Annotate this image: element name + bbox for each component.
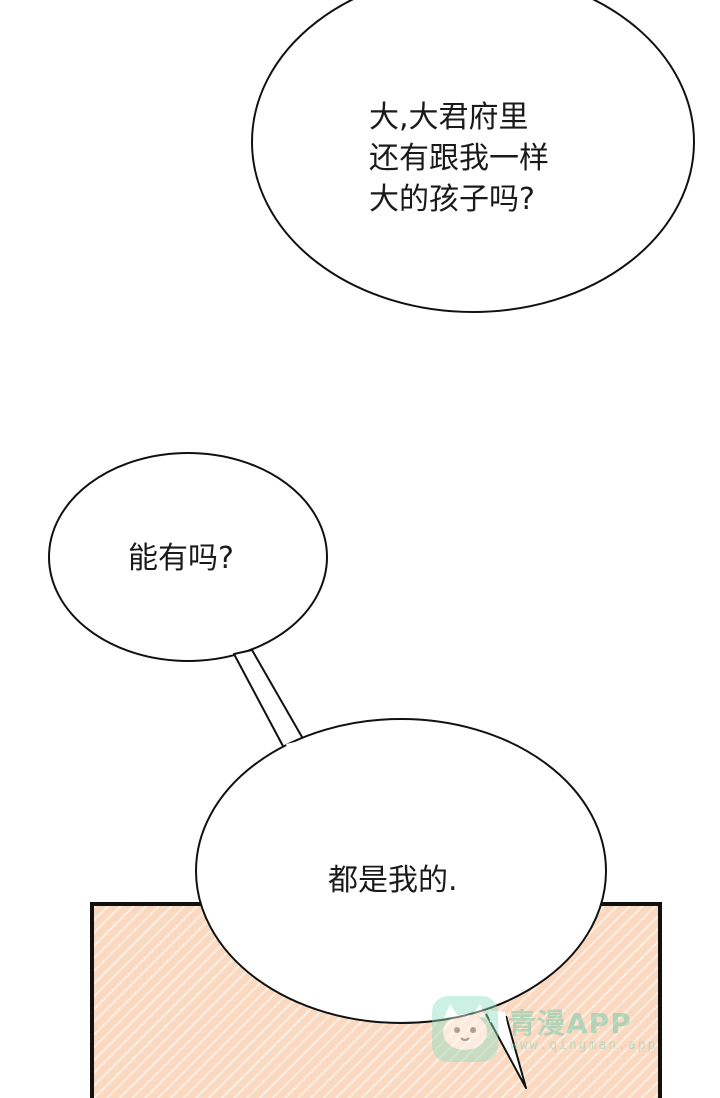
- watermark-brand: 青漫APP: [508, 1007, 632, 1040]
- cat-mascot-icon: [432, 996, 498, 1062]
- bubble-top-line-1: 大,大君府里: [369, 100, 529, 135]
- speech-bubble-bottom: [195, 718, 607, 1024]
- bubble-bottom-text: 都是我的.: [328, 863, 458, 898]
- speech-bubble-top: [251, 0, 695, 313]
- bubble-connector: [233, 649, 307, 749]
- bubble-top-text: 大,大君府里 还有跟我一样 大的孩子吗?: [369, 97, 549, 220]
- speech-bubble-tail: [485, 1013, 527, 1089]
- speech-bubble-middle: [48, 452, 328, 662]
- watermark-sub: www.qingman.app: [510, 1038, 658, 1053]
- bubble-top-line-3: 大的孩子吗?: [369, 182, 535, 217]
- bubble-top-line-2: 还有跟我一样: [369, 141, 549, 176]
- bubble-middle-text: 能有吗?: [128, 541, 234, 576]
- watermark: 青漫APP www.qingman.app: [430, 994, 670, 1066]
